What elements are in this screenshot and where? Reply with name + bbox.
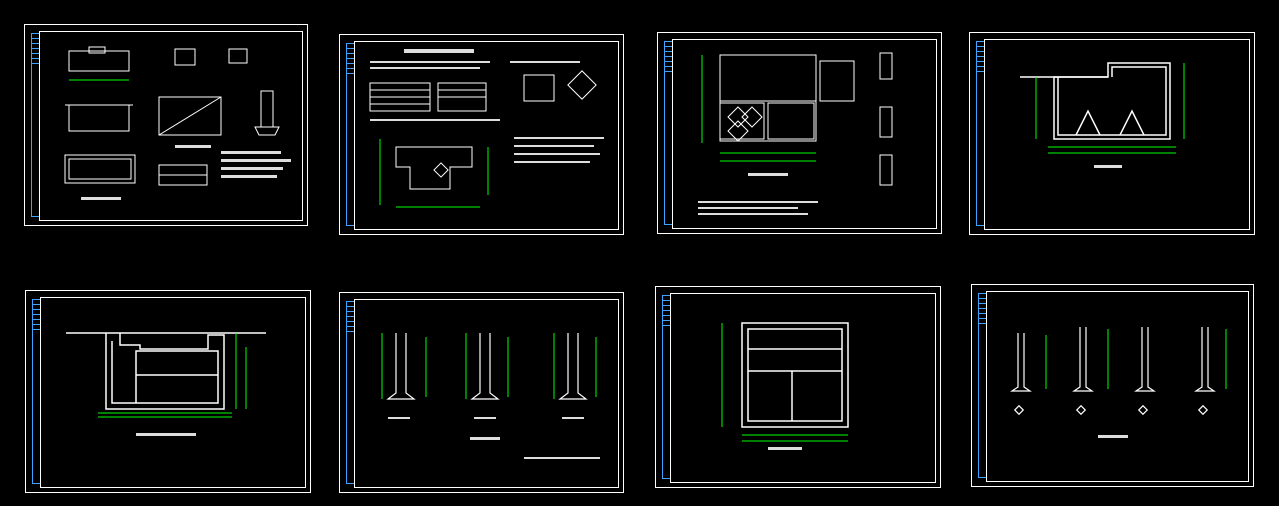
sheet-border bbox=[670, 293, 936, 483]
sheet-drawing bbox=[1020, 62, 1185, 168]
sheet-border bbox=[672, 39, 937, 229]
sheet-drawing bbox=[381, 333, 600, 459]
sheet-drawing bbox=[1010, 327, 1227, 438]
sheet-drawing bbox=[369, 49, 604, 208]
sheet-border bbox=[986, 291, 1249, 482]
drawing-sheet-1[interactable] bbox=[24, 24, 308, 226]
drawing-sheet-2[interactable] bbox=[339, 34, 624, 235]
drawing-sheet-6[interactable] bbox=[339, 292, 624, 493]
drawing-sheet-8[interactable] bbox=[971, 284, 1254, 487]
drawing-sheet-7[interactable] bbox=[655, 286, 941, 488]
sheet-drawing bbox=[66, 332, 266, 436]
drawing-sheet-3[interactable] bbox=[657, 32, 942, 234]
sheet-border bbox=[354, 299, 619, 488]
sheet-border bbox=[984, 39, 1250, 230]
sheet-border bbox=[354, 41, 619, 230]
sheet-drawing bbox=[698, 52, 893, 215]
sheet-border bbox=[39, 31, 303, 221]
drawing-sheet-4[interactable] bbox=[969, 32, 1255, 235]
sheet-border bbox=[40, 297, 306, 488]
sheet-drawing bbox=[64, 46, 291, 200]
drawing-sheet-5[interactable] bbox=[25, 290, 311, 493]
sheet-drawing bbox=[721, 322, 849, 450]
